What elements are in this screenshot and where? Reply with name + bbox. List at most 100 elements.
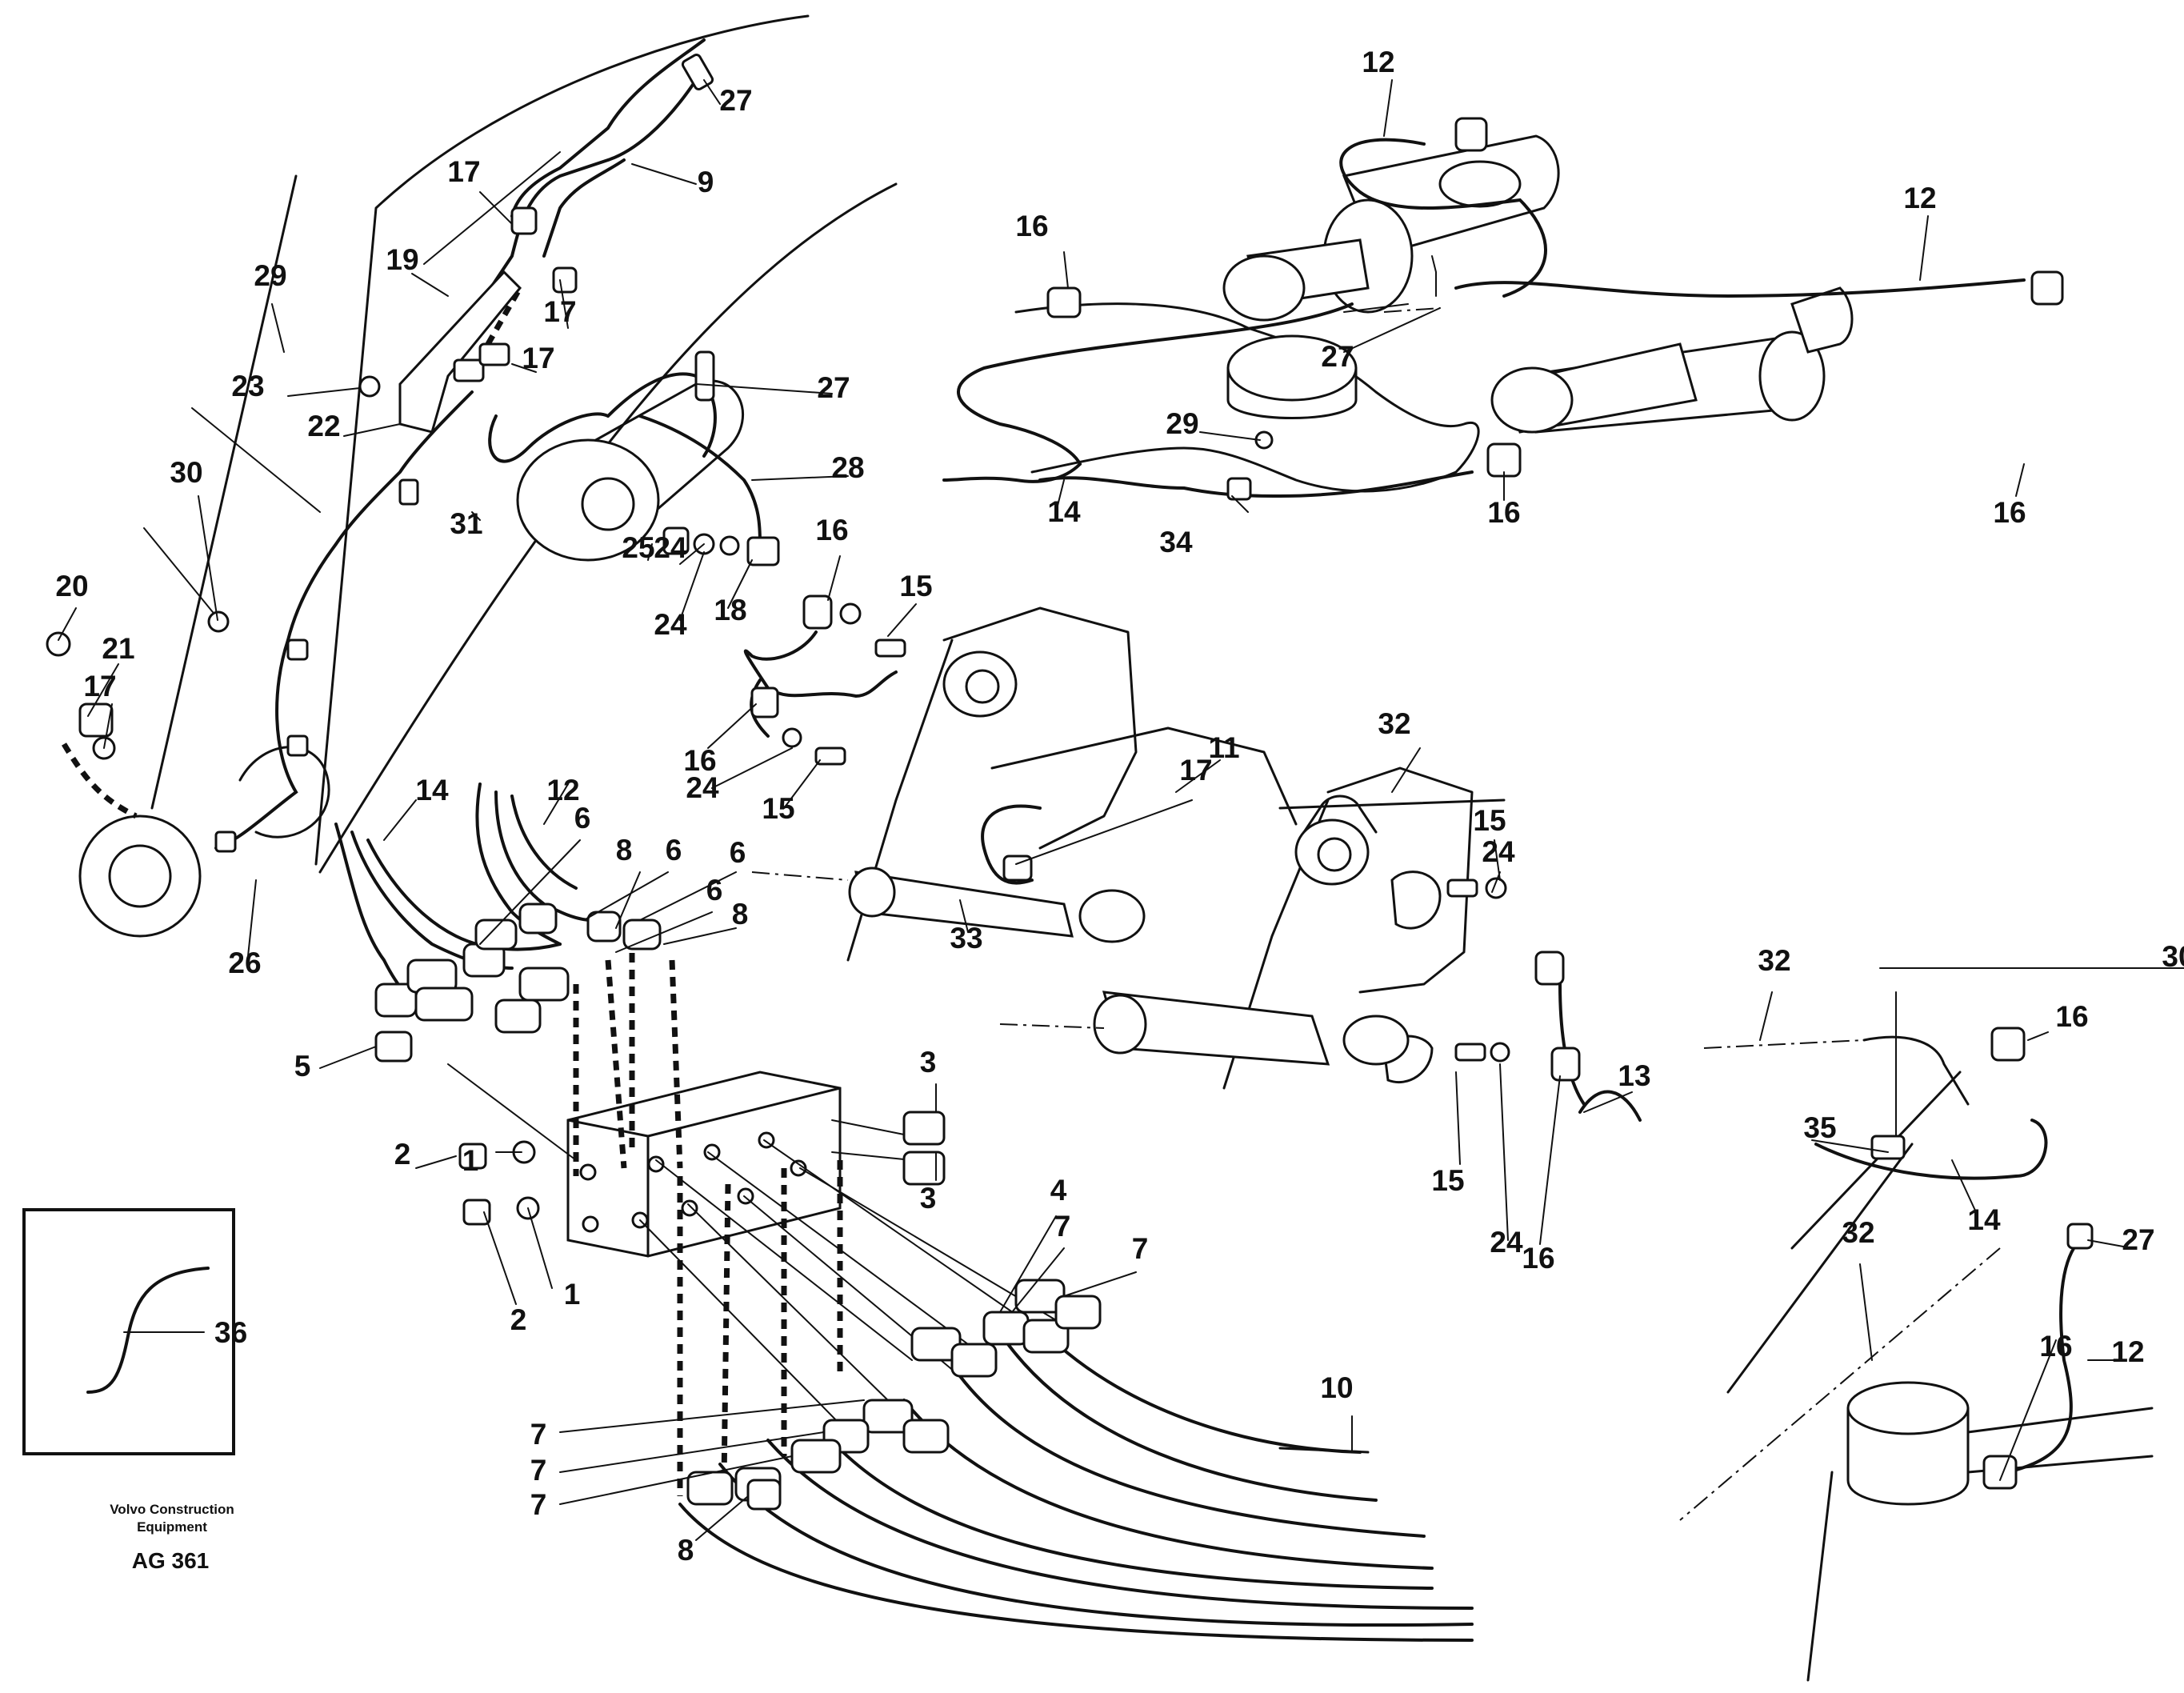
callout-15: 15	[762, 792, 794, 825]
callout-15: 15	[899, 570, 932, 602]
leader-line-27	[703, 79, 721, 105]
callout-6: 6	[666, 834, 682, 867]
loader-fittings	[750, 594, 1581, 1082]
leader-line-29	[271, 303, 285, 353]
callout-16: 16	[1015, 210, 1048, 242]
callout-24: 24	[1482, 835, 1515, 868]
leader-line-32	[1859, 1263, 1873, 1361]
leader-line-13	[1583, 1091, 1633, 1113]
callout-31: 31	[450, 507, 482, 540]
leader-line-12	[543, 783, 569, 825]
callout-3: 3	[920, 1182, 937, 1215]
callout-26: 26	[228, 947, 261, 979]
leader-line-4	[999, 1215, 1057, 1313]
leader-line-18	[727, 559, 753, 609]
leader-line-14	[1055, 479, 1065, 513]
callout-7: 7	[530, 1454, 547, 1487]
callout-27: 27	[2122, 1223, 2154, 1256]
leader-line-24	[1499, 1063, 1509, 1241]
leader-line-7	[559, 1455, 793, 1505]
leader-line-16	[1063, 251, 1069, 289]
leader-line-2	[415, 1155, 457, 1169]
callout-33: 33	[950, 922, 982, 955]
callout-14: 14	[1967, 1203, 2001, 1236]
callout-5: 5	[294, 1050, 311, 1083]
leader-line-24	[711, 747, 793, 789]
callout-16: 16	[815, 514, 848, 546]
front-frame-fittings	[1046, 117, 2064, 501]
callout-14: 14	[415, 774, 449, 806]
callout-16: 16	[1522, 1242, 1554, 1275]
right-subview-top	[1703, 991, 2048, 1394]
leader-line-6	[615, 911, 713, 953]
callout-25: 25	[622, 531, 654, 564]
leader-line-19	[411, 273, 449, 297]
drawing-code: AG 361	[132, 1548, 210, 1573]
leader-line-16	[827, 555, 841, 601]
callout-15: 15	[1431, 1164, 1464, 1197]
callout-24: 24	[654, 608, 687, 641]
leader-line-27	[695, 383, 833, 394]
front-frame-upper	[1014, 134, 1854, 493]
callout-2: 2	[510, 1303, 527, 1336]
leader-line-15	[1455, 1071, 1461, 1165]
callout-17: 17	[1179, 754, 1212, 786]
callout-24: 24	[654, 531, 687, 564]
callout-12: 12	[2111, 1335, 2144, 1368]
inset-part-label: 36	[214, 1316, 247, 1349]
leader-line-12	[1919, 215, 1929, 281]
leader-line-24	[1491, 871, 1501, 893]
leader-line-6	[479, 839, 581, 945]
leader-line-6	[639, 871, 737, 921]
callout-16: 16	[683, 744, 716, 777]
callout-28: 28	[831, 451, 864, 484]
callout-16: 16	[2039, 1330, 2072, 1363]
leader-line-17	[1015, 799, 1193, 865]
callout-13: 13	[1618, 1059, 1650, 1092]
callout-4: 4	[1050, 1174, 1067, 1207]
leader-line-16	[1999, 1339, 2057, 1481]
leader-line-5	[319, 1046, 377, 1069]
leader-line-17	[479, 191, 513, 225]
callout-14: 14	[1047, 495, 1081, 528]
callout-27: 27	[817, 371, 850, 404]
brand-line-2: Equipment	[137, 1519, 207, 1535]
leader-line-33	[959, 899, 969, 933]
leader-line-27	[2087, 1239, 2133, 1249]
callout-24: 24	[1490, 1226, 1523, 1259]
callout-11: 11	[1208, 731, 1239, 764]
callout-9: 9	[698, 166, 714, 198]
right-subview-bottom	[1679, 1223, 2154, 1682]
leader-line-26	[247, 879, 257, 957]
callout-8: 8	[678, 1534, 694, 1567]
callout-23: 23	[231, 370, 264, 402]
leader-line-17	[511, 363, 537, 373]
leader-line-7	[1011, 1247, 1065, 1313]
callout-12: 12	[1903, 182, 1936, 214]
leader-line-2	[483, 1211, 517, 1305]
callout-16: 16	[2055, 1000, 2088, 1033]
leader-line-21	[87, 663, 119, 717]
callout-7: 7	[1132, 1232, 1149, 1265]
callout-8: 8	[616, 834, 633, 867]
leader-line-16	[2027, 1031, 2049, 1041]
callout-6: 6	[574, 802, 591, 834]
leader-line-16	[2015, 463, 2025, 497]
leader-line-30	[198, 495, 218, 621]
leader-line-16	[707, 703, 757, 749]
callout-29: 29	[254, 259, 286, 292]
callout-12: 12	[1362, 46, 1394, 78]
boom-cable-harness	[61, 38, 762, 850]
leader-line-8	[663, 927, 737, 945]
callout-16: 16	[1487, 496, 1520, 529]
callout-16: 16	[1993, 496, 2026, 529]
callout-17: 17	[543, 295, 576, 328]
callout-29: 29	[1166, 407, 1198, 440]
leader-line-17	[103, 703, 113, 749]
leader-line-32	[1391, 747, 1421, 793]
callout-27: 27	[1321, 340, 1354, 373]
callout-12: 12	[546, 774, 579, 806]
outgoing-hoses	[678, 1327, 1474, 1642]
